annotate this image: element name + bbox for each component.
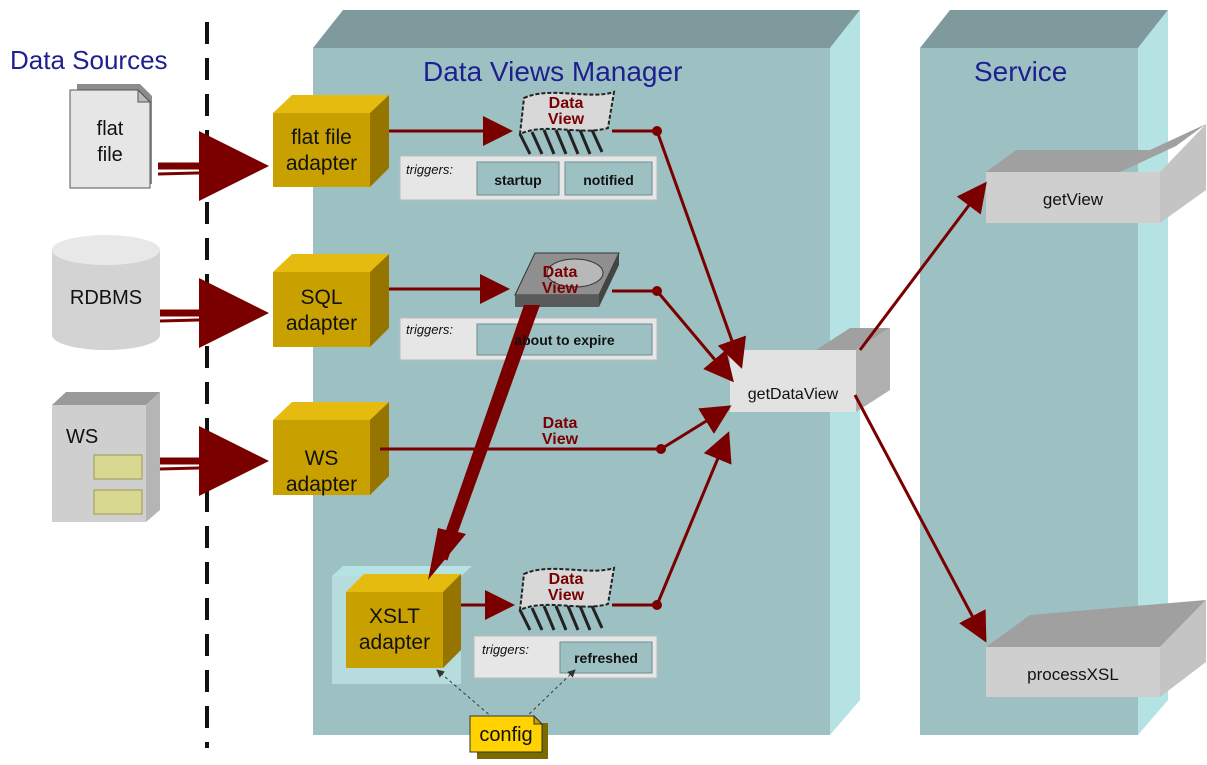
- data-sources-title: Data Sources: [10, 45, 168, 75]
- config-label: config: [479, 724, 533, 746]
- process-xsl-label: processXSL: [1027, 665, 1119, 684]
- get-view-label: getView: [1042, 190, 1104, 209]
- sql-to-xslt-thick-arrow: [428, 304, 540, 580]
- data-view-scroll-icon: [518, 90, 616, 155]
- trigger-panel-sql: [399, 317, 658, 361]
- trigger-panel-xslt: [473, 635, 658, 679]
- data-views-manager-title: Data Views Manager: [423, 56, 683, 87]
- trigger-refreshed: refreshed: [574, 650, 638, 666]
- data-view-disk-icon: [514, 252, 620, 307]
- trigger-panel-flat-file: [399, 155, 658, 201]
- flat-file-document-icon: [69, 84, 152, 189]
- ws-source-label: WS: [66, 426, 99, 448]
- trigger-notified: notified: [583, 172, 634, 188]
- trigger-about-to-expire: about to expire: [514, 332, 615, 348]
- config-links: [436, 669, 576, 719]
- get-data-view-label: getDataView: [747, 386, 839, 403]
- data-view-scroll-icon: [518, 566, 616, 631]
- sql-adapter-box: [273, 254, 389, 347]
- source-to-adapter-arrows: [157, 131, 269, 496]
- triggers-label-2: triggers:: [406, 322, 453, 337]
- ws-server-icon: [52, 392, 160, 522]
- rdbms-cylinder-icon: [52, 235, 160, 350]
- rdbms-source-label: RDBMS: [69, 287, 143, 309]
- junction-dots: [652, 126, 666, 610]
- trigger-startup: startup: [494, 172, 542, 188]
- get-view-box: [986, 124, 1206, 223]
- get-data-view-box: [730, 328, 890, 412]
- ws-adapter-box: [273, 402, 389, 495]
- service-title: Service: [974, 56, 1068, 87]
- triggers-label-1: triggers:: [406, 162, 453, 177]
- process-xsl-box: [986, 600, 1206, 697]
- config-note-icon: [469, 714, 548, 759]
- triggers-label-3: triggers:: [482, 642, 529, 657]
- flat-file-adapter-box: [273, 95, 389, 187]
- xslt-adapter-box: [346, 574, 461, 668]
